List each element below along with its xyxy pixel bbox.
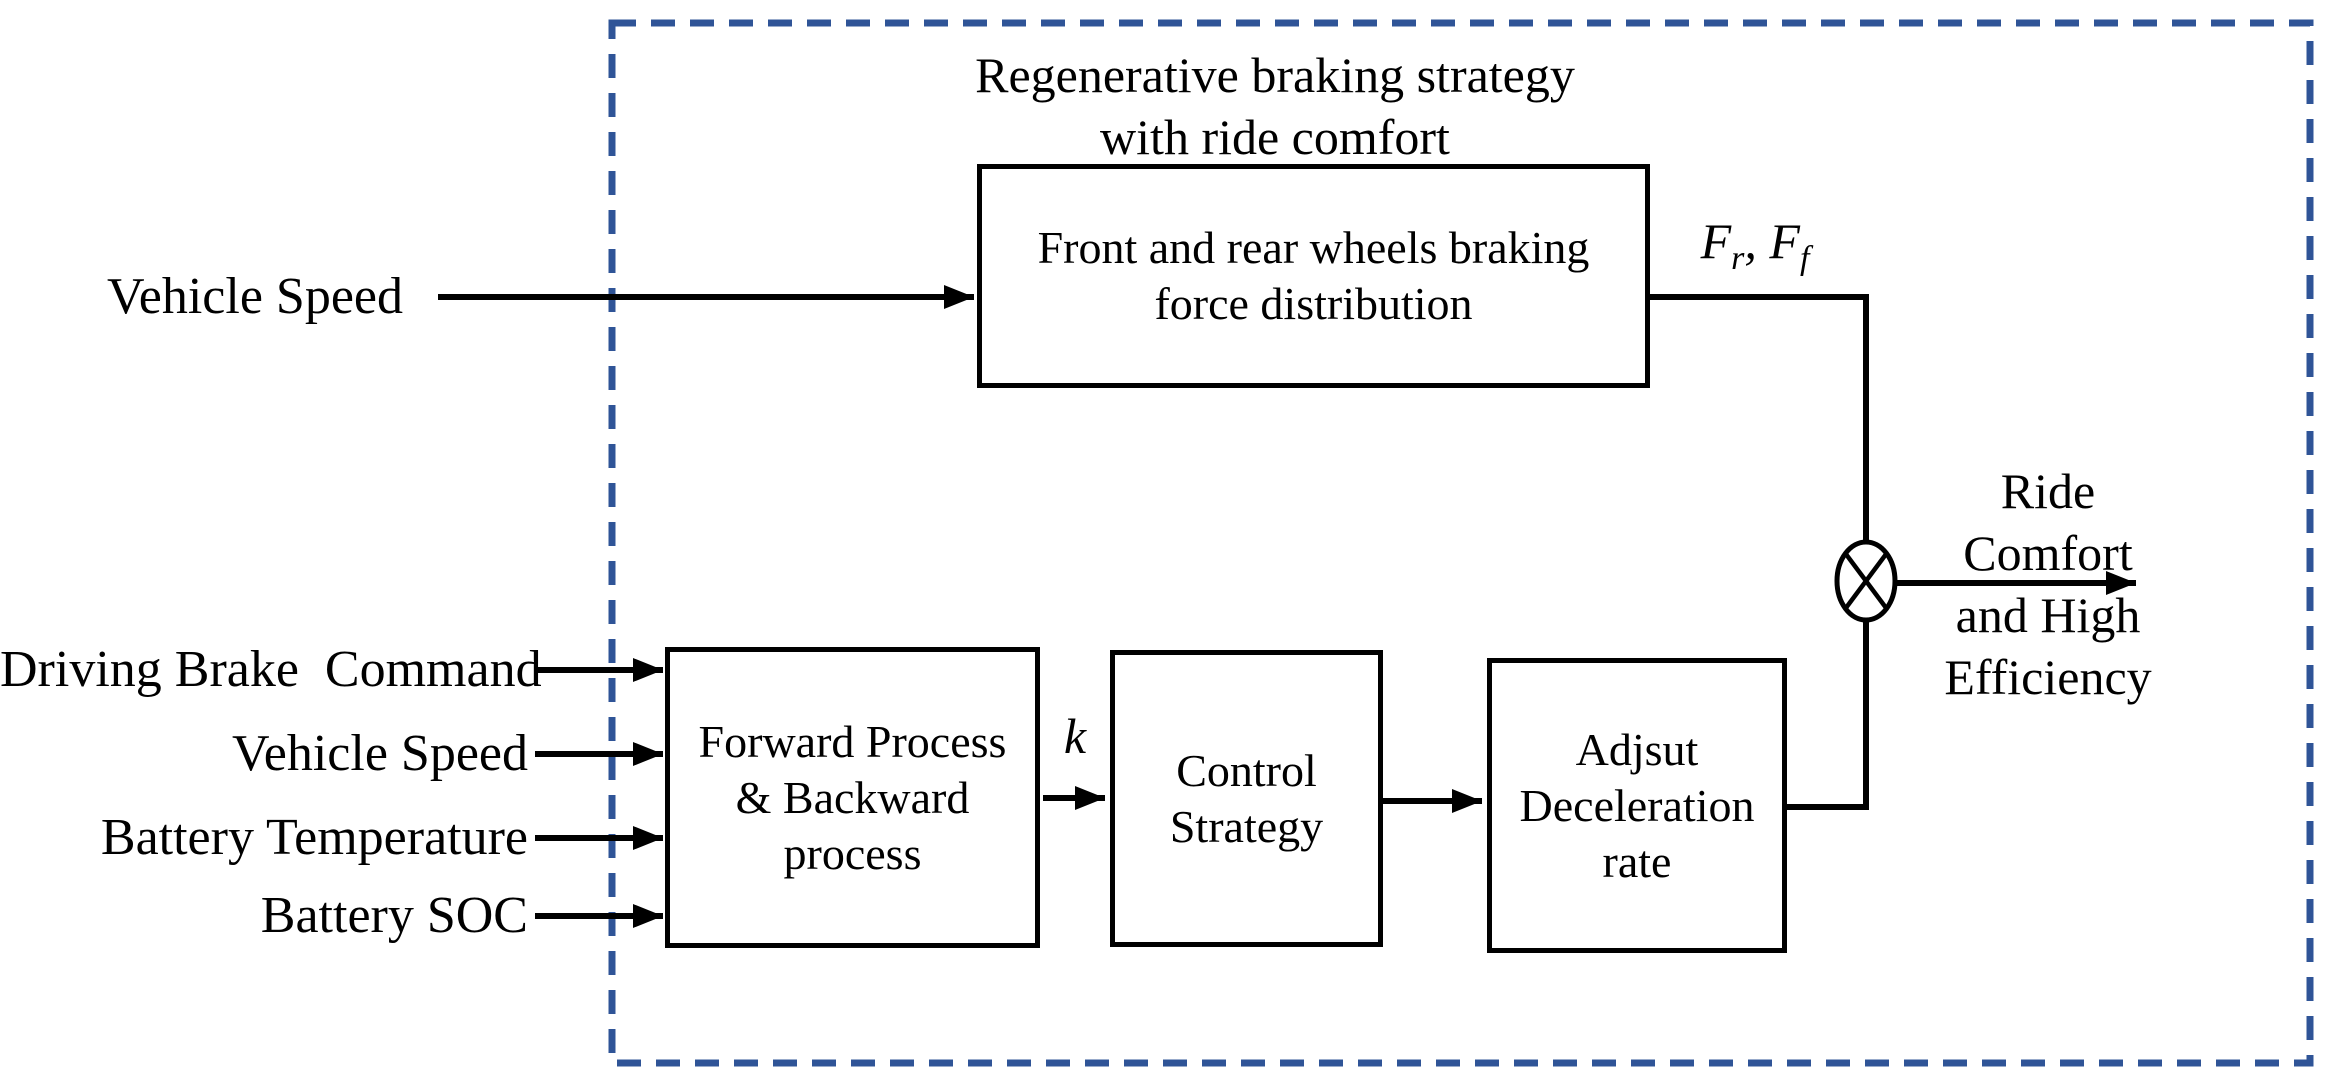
block-front-rear-distribution-line-1: Front and rear wheels braking [1037,222,1590,273]
force-front-symbol: F [1769,213,1800,269]
input-label-battery-temperature: Battery Temperature [100,809,528,866]
block-forward-backward-line-3: process [783,827,922,879]
forces-output-label: Fr, Ff [1655,210,1855,290]
output-label-line-1: Ride [2000,463,2096,519]
dashed-boundary [608,19,2314,1067]
diagram-title-line-1: Regenerative braking strategy [975,47,1575,103]
line-forces-to-junction [1650,294,1869,545]
output-label-line-3: and High [1955,587,2141,643]
block-forward-backward-line-1: Forward Process [698,715,1007,767]
block-control-strategy-line-1: Control [1176,744,1317,796]
input-label-driving-brake-command: Driving Brake Command [0,641,542,698]
block-control-strategy: Control Strategy [1110,650,1383,947]
force-front-subscript: f [1799,240,1810,277]
line-adjust-to-junction [1787,617,1869,810]
block-forward-backward-process: Forward Process & Backward process [665,647,1040,948]
block-front-rear-distribution: Front and rear wheels braking force dist… [977,164,1650,388]
block-front-rear-distribution-line-2: force distribution [1154,278,1473,329]
diagram-title: Regenerative braking strategy with ride … [905,44,1645,168]
block-adjust-deceleration-line-1: Adjsut [1575,723,1699,775]
output-label-line-4: Efficiency [1944,649,2152,705]
forces-separator: , [1744,213,1770,269]
block-control-strategy-line-2: Strategy [1169,800,1324,852]
k-signal-label: k [1063,708,1087,764]
force-rear-subscript: r [1731,240,1745,277]
multiply-junction-cross-2 [1843,552,1889,610]
output-label-ride-comfort-efficiency: Ride Comfort and High Efficiency [1868,460,2228,708]
input-label-vehicle-speed-lower: Vehicle Speed [231,725,528,782]
block-adjust-deceleration-line-3: rate [1602,835,1672,887]
block-adjust-deceleration-line-2: Deceleration [1519,779,1755,831]
block-forward-backward-line-2: & Backward [735,771,970,823]
diagram-title-line-2: with ride comfort [1100,109,1450,165]
input-label-battery-soc: Battery SOC [260,887,528,944]
force-rear-symbol: F [1700,213,1732,269]
block-adjust-deceleration-rate: Adjsut Deceleration rate [1487,658,1787,953]
input-label-vehicle-speed-top: Vehicle Speed [106,268,403,325]
output-label-line-2: Comfort [1963,525,2133,581]
